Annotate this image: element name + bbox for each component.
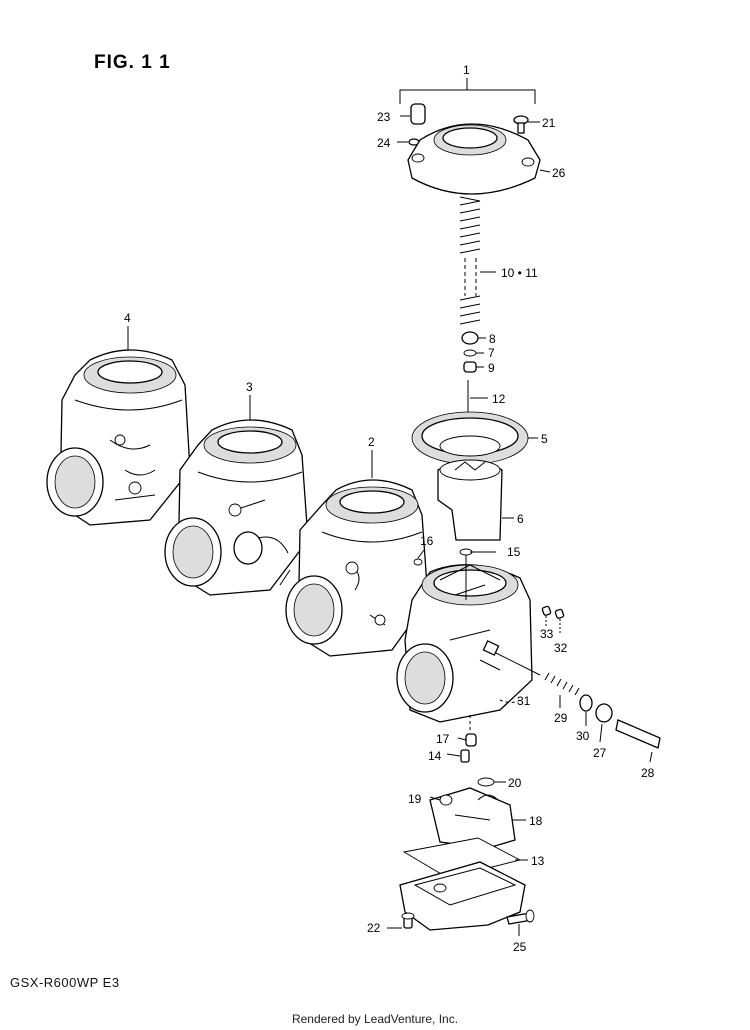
callout-labels: 1 2 3 4 5 6 7 8 9 10 • 11 12 13 14 15 16… bbox=[124, 63, 655, 954]
callout-label: 33 bbox=[540, 627, 554, 641]
top-cap-assembly bbox=[397, 78, 551, 195]
callout-label: 20 bbox=[508, 776, 522, 790]
callout-label: 10 • 11 bbox=[501, 266, 538, 280]
callout-label: 6 bbox=[517, 512, 524, 526]
callout-label: 18 bbox=[529, 814, 543, 828]
callout-label: 29 bbox=[554, 711, 568, 725]
callout-label: 9 bbox=[488, 361, 495, 375]
callout-label: 31 bbox=[517, 694, 531, 708]
callout-label: 25 bbox=[513, 940, 527, 954]
model-code: GSX-R600WP E3 bbox=[10, 975, 120, 990]
figure-title: FIG. 1 1 bbox=[94, 52, 171, 73]
callout-label: 15 bbox=[507, 545, 521, 559]
callout-label: 1 bbox=[463, 63, 470, 77]
pilot-screw-parts bbox=[544, 672, 661, 763]
spring-needle-parts bbox=[459, 196, 496, 450]
callout-label: 27 bbox=[593, 746, 607, 760]
carburetor-4 bbox=[46, 326, 191, 526]
callout-label: 12 bbox=[492, 392, 506, 406]
footer-credit: Rendered by LeadVenture, Inc. bbox=[291, 1012, 459, 1026]
callout-label: 23 bbox=[377, 110, 391, 124]
jets-14-17 bbox=[446, 715, 477, 763]
callout-label: 32 bbox=[554, 641, 568, 655]
callout-label: 14 bbox=[428, 749, 442, 763]
carburetor-front bbox=[396, 548, 541, 723]
float-bowl-assembly bbox=[387, 777, 535, 936]
callout-label: 13 bbox=[531, 854, 545, 868]
carburetor-3 bbox=[164, 395, 309, 596]
callout-label: 24 bbox=[377, 136, 391, 150]
callout-label: 28 bbox=[641, 766, 655, 780]
callout-label: 7 bbox=[488, 346, 495, 360]
callout-label: 4 bbox=[124, 311, 131, 325]
small-screws-32-33 bbox=[541, 605, 565, 635]
callout-label: 2 bbox=[368, 435, 375, 449]
callout-label: 19 bbox=[408, 792, 422, 806]
callout-label: 30 bbox=[576, 729, 590, 743]
diaphragm-piston bbox=[411, 411, 538, 541]
callout-label: 16 bbox=[420, 534, 434, 548]
callout-label: 26 bbox=[552, 166, 566, 180]
callout-label: 3 bbox=[246, 380, 253, 394]
callout-label: 8 bbox=[489, 332, 496, 346]
callout-label: 17 bbox=[436, 732, 450, 746]
callout-label: 21 bbox=[542, 116, 556, 130]
callout-label: 22 bbox=[367, 921, 381, 935]
callout-label: 5 bbox=[541, 432, 548, 446]
carburetor-2 bbox=[279, 450, 429, 657]
